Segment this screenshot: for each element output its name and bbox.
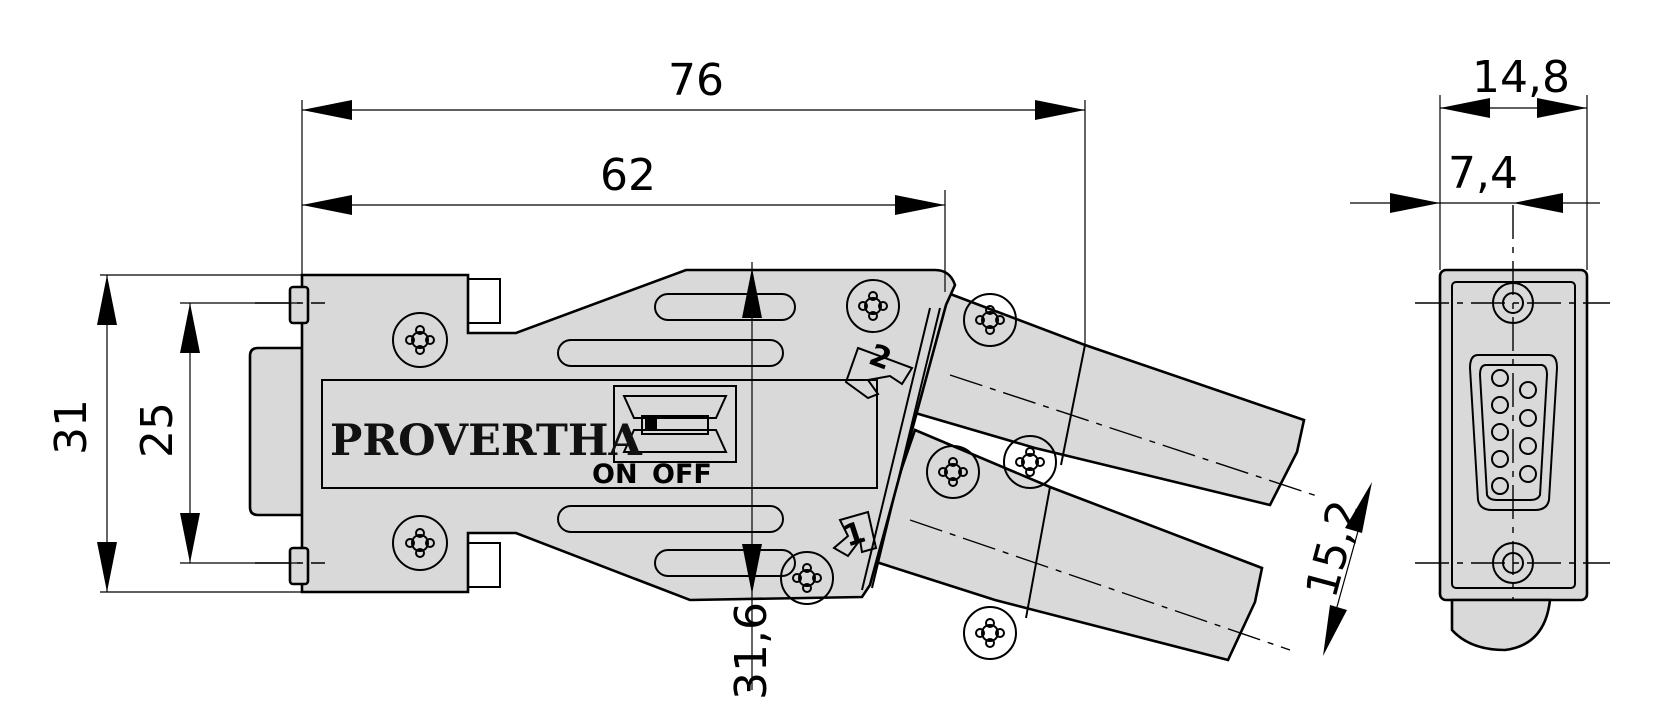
cable-screw-1	[963, 293, 1017, 347]
dimension-7-4: 7,4	[1350, 148, 1600, 213]
cable-1	[868, 428, 1291, 662]
switch-on-label: ON	[592, 459, 638, 490]
dsub-pins	[1491, 369, 1537, 495]
cable-screw-3	[1003, 435, 1057, 489]
screw-top-left	[392, 312, 448, 368]
dimension-31: 31	[46, 274, 302, 593]
dimension-31-6: 31,6	[726, 262, 777, 700]
cable-2	[903, 290, 1321, 507]
dimension-62-value: 62	[600, 150, 656, 201]
cable-screw-2	[926, 445, 980, 499]
port-2-marker	[844, 346, 914, 400]
dimension-15-2: 15,2	[1296, 482, 1372, 656]
dimension-31-value: 31	[46, 399, 97, 455]
dimension-31-6-value: 31,6	[726, 602, 777, 700]
dimension-14-8-value: 14,8	[1472, 52, 1570, 103]
screw-bottom-left	[392, 515, 448, 571]
dimension-76-value: 76	[668, 55, 724, 106]
dimension-25: 25	[132, 302, 325, 564]
dimension-25-value: 25	[132, 402, 183, 458]
brand-label: PROVERTHA	[330, 416, 643, 466]
port-1-marker	[832, 510, 878, 558]
dimension-7-4-value: 7,4	[1448, 148, 1518, 199]
cable-screw-4	[963, 606, 1017, 660]
connector-body	[248, 268, 957, 605]
side-view	[1415, 205, 1610, 652]
dimension-62: 62	[302, 150, 946, 292]
screw-top-right	[846, 279, 900, 333]
screw-bottom-right	[780, 551, 834, 605]
switch-off-label: OFF	[652, 459, 712, 490]
dimension-15-2-value: 15,2	[1296, 495, 1371, 603]
dimension-14-8: 14,8	[1439, 52, 1588, 270]
slide-switch	[613, 385, 737, 463]
dimension-76: 76	[301, 55, 1086, 345]
